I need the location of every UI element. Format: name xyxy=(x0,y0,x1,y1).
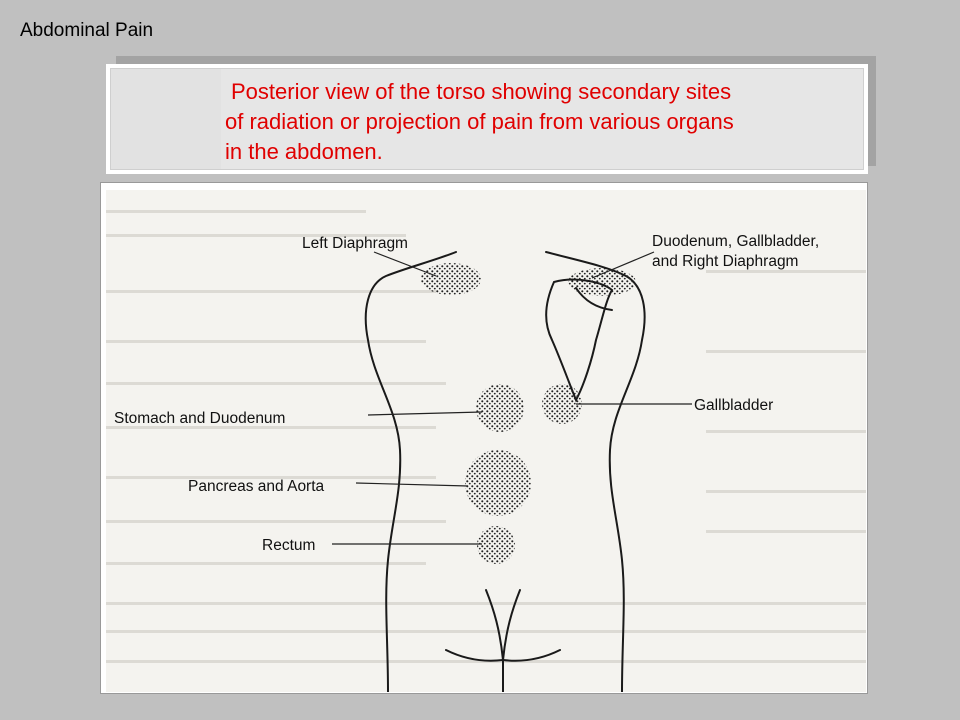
label-rectum: Rectum xyxy=(262,537,315,554)
caption-blank-area xyxy=(111,69,221,169)
faint-background-text xyxy=(106,210,866,663)
torso-left-contour xyxy=(364,251,457,692)
leader-stomach-duodenum xyxy=(367,411,483,416)
gluteal-cleft xyxy=(485,589,521,692)
caption-box: Posterior view of the torso showing seco… xyxy=(106,64,868,174)
leader-lines xyxy=(332,251,692,545)
region-gallbladder xyxy=(542,384,582,424)
label-duodenum-gallbladder-line2: and Right Diaphragm xyxy=(652,253,798,270)
caption-line-1: Posterior view of the torso showing seco… xyxy=(231,79,732,104)
region-rectum xyxy=(477,526,515,564)
caption-line-2: of radiation or projection of pain from … xyxy=(225,109,734,134)
torso-right-contour xyxy=(545,251,646,692)
label-duodenum-gallbladder-line1: Duodenum, Gallbladder, xyxy=(652,233,819,250)
caption-text: Posterior view of the torso showing seco… xyxy=(225,77,865,167)
scapula-outline xyxy=(545,278,614,403)
label-left-diaphragm: Left Diaphragm xyxy=(302,235,408,252)
region-stomach-duodenum xyxy=(476,384,524,432)
leader-pancreas-aorta xyxy=(355,482,469,487)
label-pancreas-aorta: Pancreas and Aorta xyxy=(188,478,325,495)
region-left-diaphragm xyxy=(421,263,481,295)
label-gallbladder: Gallbladder xyxy=(694,397,773,414)
region-pancreas-aorta xyxy=(465,450,531,516)
torso-figure: Left Diaphragm Duodenum, Gallbladder, an… xyxy=(106,190,866,692)
label-stomach-duodenum: Stomach and Duodenum xyxy=(114,410,285,427)
torso-diagram-svg: Left Diaphragm Duodenum, Gallbladder, an… xyxy=(106,210,866,692)
leader-right-diaphragm xyxy=(591,251,655,279)
leader-left-diaphragm xyxy=(373,251,437,277)
gluteal-fold xyxy=(445,649,561,662)
caption-line-3: in the abdomen. xyxy=(225,139,383,164)
region-right-diaphragm xyxy=(568,268,636,296)
slide-title: Abdominal Pain xyxy=(20,20,154,41)
pain-regions xyxy=(421,263,636,564)
caption-inner: Posterior view of the torso showing seco… xyxy=(110,68,864,170)
